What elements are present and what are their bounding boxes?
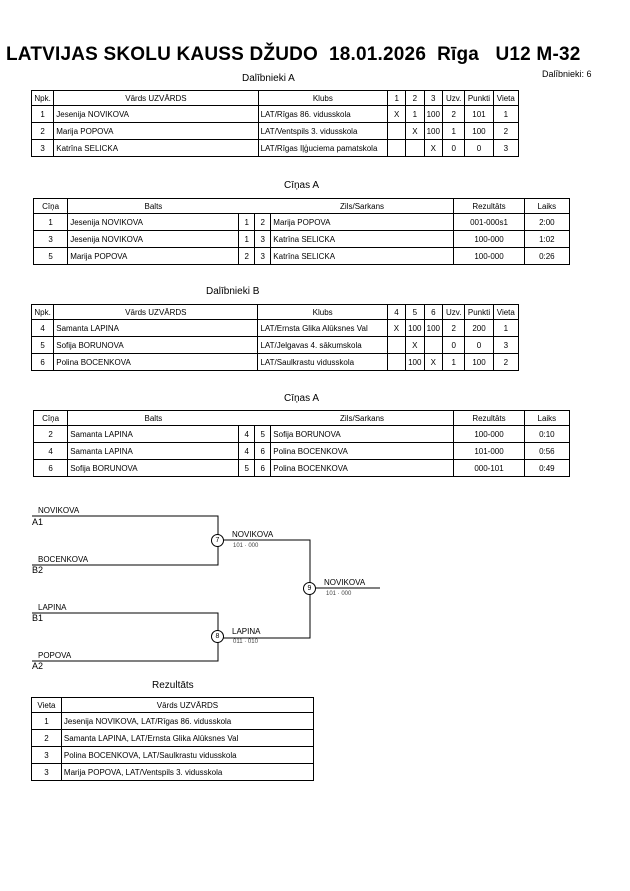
- sf2-top-seed: B1: [32, 613, 44, 623]
- sf2-bottom-seed: A2: [32, 661, 44, 671]
- cell: [386, 353, 407, 371]
- cell: 1: [31, 712, 62, 730]
- results-caption: Rezultāts: [152, 680, 194, 691]
- bouts-b-header-row: Cīņa Balts Zils/Sarkans Rezultāts Laiks: [32, 410, 571, 426]
- cell: 3: [492, 139, 520, 157]
- cell: Polina BOCENKOVA: [270, 459, 455, 477]
- cell: 0: [442, 139, 466, 157]
- table-row: 4 Samanta LAPINA LAT/Ernsta Glika Alūksn…: [30, 319, 520, 337]
- table-row: 2 Samanta LAPINA 4 5 Sofija BORUNOVA 100…: [32, 425, 571, 443]
- cell: 0:26: [523, 247, 571, 265]
- bout-7-node: 7: [211, 534, 224, 547]
- cell: Polina BOCENKOVA, LAT/Saulkrastu vidussk…: [60, 746, 315, 764]
- col-time: Laiks: [523, 198, 571, 214]
- cell: 2: [492, 122, 520, 140]
- final-winner-name: NOVIKOVA: [324, 578, 366, 587]
- cell: Marija POPOVA: [67, 247, 240, 265]
- sf1-bottom-name: BOCENKOVA: [38, 555, 89, 564]
- pool-b-table: Npk. Vārds UZVĀRDS Klubs 4 5 6 Uzv. Punk…: [30, 304, 520, 371]
- cell: Jesenija NOVIKOVA, LAT/Rīgas 86. vidussk…: [60, 712, 315, 730]
- table-row: 6 Sofija BORUNOVA 5 6 Polina BOCENKOVA 0…: [32, 459, 571, 477]
- cell: 2: [30, 122, 55, 140]
- cell: 3: [30, 139, 55, 157]
- results-table: Vieta Vārds UZVĀRDS 1 Jesenija NOVIKOVA,…: [31, 697, 315, 781]
- sf2-bottom-name: POPOVA: [38, 651, 72, 660]
- table-row: 2 Marija POPOVA LAT/Ventspils 3. vidussk…: [30, 122, 520, 140]
- title-event: LATVIJAS SKOLU KAUSS DŽUDO: [6, 44, 319, 65]
- cell: Marija POPOVA, LAT/Ventspils 3. vidussko…: [60, 763, 315, 781]
- title-date: 18.01.2026: [329, 44, 427, 65]
- cell: [405, 139, 425, 157]
- bouts-b-caption: Cīņas A: [284, 393, 320, 404]
- col-4: 4: [386, 304, 407, 320]
- col-bout: Cīņa: [32, 410, 69, 426]
- cell: Katrīna SELICKA: [270, 247, 455, 265]
- table-row: 3 Marija POPOVA, LAT/Ventspils 3. viduss…: [31, 763, 315, 781]
- col-place: Vieta: [31, 697, 62, 713]
- bouts-a-table: Cīņa Balts Zils/Sarkans Rezultāts Laiks …: [32, 198, 571, 265]
- cell: 6: [32, 459, 69, 477]
- table-row: 2 Samanta LAPINA, LAT/Ernsta Glika Alūks…: [31, 729, 315, 747]
- final-score: 101 · 000: [326, 591, 352, 597]
- sf1-bottom-seed: B2: [32, 565, 44, 575]
- cell: 6: [30, 353, 55, 371]
- pool-b-caption: Dalībnieki B: [206, 286, 260, 297]
- cell: 3: [31, 746, 62, 764]
- cell: 6: [254, 459, 272, 477]
- pool-a-table: Npk. Vārds UZVĀRDS Klubs 1 2 3 Uzv. Punk…: [30, 90, 520, 157]
- cell: 100-000: [453, 247, 525, 265]
- table-row: 3 Katrīna SELICKA LAT/Rīgas Iļģuciema pa…: [30, 139, 520, 157]
- cell: 3: [31, 763, 62, 781]
- cell: LAT/Rīgas Iļģuciema pamatskola: [257, 139, 389, 157]
- sf1-score: 101 · 000: [233, 543, 259, 549]
- table-row: 3 Polina BOCENKOVA, LAT/Saulkrastu vidus…: [31, 746, 315, 764]
- bracket-final-line: [218, 539, 311, 639]
- sf2-winner-name: LAPINA: [232, 627, 261, 636]
- sf1-top-name: NOVIKOVA: [38, 506, 80, 515]
- cell: X: [386, 319, 407, 337]
- sf2-top-name: LAPINA: [38, 603, 67, 612]
- col-name: Vārds UZVĀRDS: [60, 697, 315, 713]
- cell: Sofija BORUNOVA: [67, 459, 240, 477]
- bout-9-node: 9: [303, 582, 316, 595]
- table-row: 1 Jesenija NOVIKOVA, LAT/Rīgas 86. vidus…: [31, 712, 315, 730]
- cell: X: [423, 353, 444, 371]
- table-row: 1 Jesenija NOVIKOVA 1 2 Marija POPOVA 00…: [32, 213, 571, 231]
- cell: 2: [492, 353, 520, 371]
- table-row: 5 Marija POPOVA 2 3 Katrīna SELICKA 100-…: [32, 247, 571, 265]
- col-time: Laiks: [523, 410, 571, 426]
- sf2-score: 011 · 010: [233, 639, 258, 645]
- cell: LAT/Saulkrastu vidusskola: [257, 353, 388, 371]
- title-category: U12 M-32: [495, 44, 581, 65]
- cell: Samanta LAPINA, LAT/Ernsta Glika Alūksne…: [60, 729, 315, 747]
- cell: Polina BOCENKOVA: [53, 353, 259, 371]
- page-title: LATVIJAS SKOLU KAUSS DŽUDO 18.01.2026 Rī…: [6, 44, 581, 66]
- bout-8-node: 8: [211, 630, 224, 643]
- results-header-row: Vieta Vārds UZVĀRDS: [31, 697, 315, 713]
- cell: 3: [254, 247, 272, 265]
- table-row: 6 Polina BOCENKOVA LAT/Saulkrastu viduss…: [30, 353, 520, 371]
- cell: 0:49: [523, 459, 571, 477]
- sf1-winner-name: NOVIKOVA: [232, 530, 274, 539]
- col-2: 2: [405, 90, 425, 106]
- participants-count: Dalībnieki: 6: [542, 69, 592, 79]
- table-row: 4 Samanta LAPINA 4 6 Polina BOCENKOVA 10…: [32, 442, 571, 460]
- cell: 5: [32, 247, 69, 265]
- cell: 2: [31, 729, 62, 747]
- title-place: Rīga: [437, 44, 480, 65]
- pool-a-caption: Dalībnieki A: [242, 73, 295, 84]
- cell: 1: [442, 353, 466, 371]
- cell: 1: [492, 319, 520, 337]
- col-place: Vieta: [492, 90, 520, 106]
- bouts-b-table: Cīņa Balts Zils/Sarkans Rezultāts Laiks …: [32, 410, 571, 477]
- bouts-a-caption: Cīņas A: [284, 180, 320, 191]
- cell: 0:56: [523, 442, 571, 460]
- sf1-top-seed: A1: [32, 517, 44, 527]
- cell: 1: [442, 122, 466, 140]
